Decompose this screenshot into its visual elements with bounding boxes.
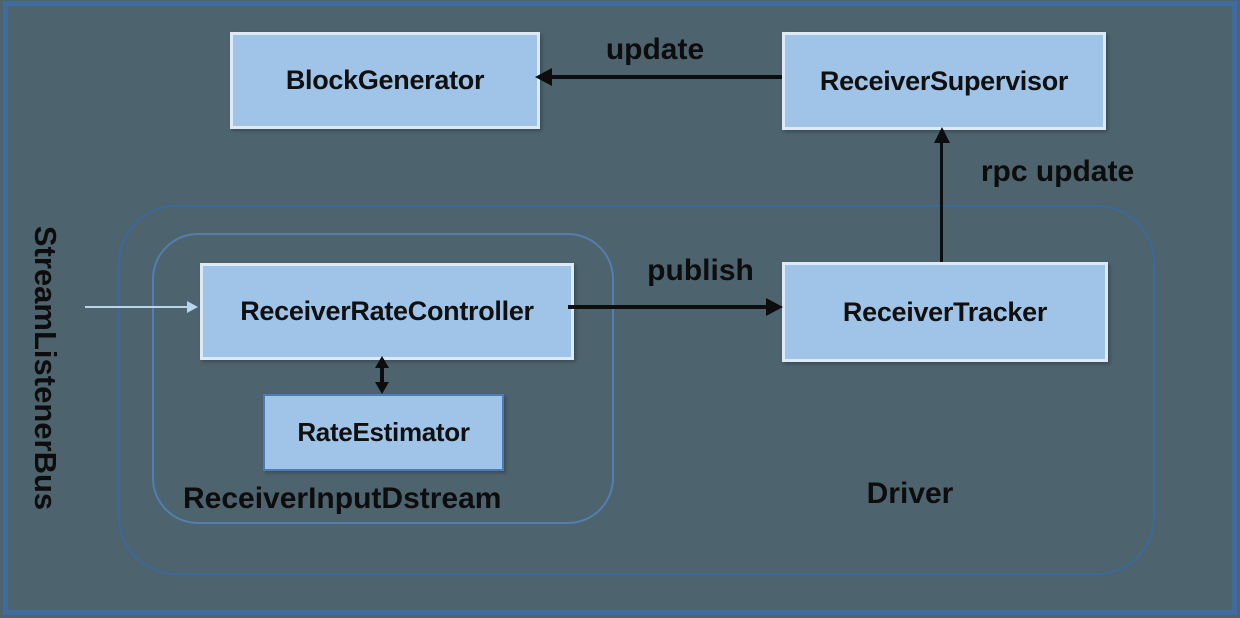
double-arrowhead-down [375,382,389,394]
node-receiver-tracker-label: ReceiverTracker [842,296,1048,327]
rpc-update-arrow-label: rpc update [980,155,1135,188]
double-arrow-shaft [380,366,384,384]
receiver-input-dstream-container [152,233,614,524]
driver-container [118,205,1155,575]
driver-label: Driver [866,477,954,510]
node-receiver-tracker: ReceiverTracker [782,262,1108,362]
node-rate-estimator-label: RateEstimator [297,417,470,447]
stream-listener-bus-arrowhead [187,301,198,313]
outer-frame-border [3,1,1237,615]
receiver-input-dstream-label: ReceiverInputDstream [183,482,502,515]
node-receiver-supervisor: ReceiverSupervisor [782,32,1106,130]
rpc-update-arrow-shaft [940,142,943,262]
rpc-update-arrowhead [934,127,950,143]
publish-arrow-shaft [568,305,768,309]
publish-arrowhead [766,298,783,316]
node-block-generator-label: BlockGenerator [285,65,485,95]
node-receiver-rate-controller-label: ReceiverRateController [240,296,534,326]
publish-arrow-label: publish [647,254,754,287]
update-arrow-shaft [550,75,782,79]
stream-listener-bus-arrow-shaft [85,306,188,308]
node-rate-estimator: RateEstimator [263,394,504,471]
stream-listener-bus-label: StreamListenerBus [28,225,63,511]
node-block-generator: BlockGenerator [230,32,540,129]
double-arrowhead-up [375,356,389,368]
update-arrow-label: update [605,33,705,66]
node-receiver-rate-controller: ReceiverRateController [200,263,574,360]
update-arrowhead [535,68,552,86]
node-receiver-supervisor-label: ReceiverSupervisor [819,65,1069,96]
